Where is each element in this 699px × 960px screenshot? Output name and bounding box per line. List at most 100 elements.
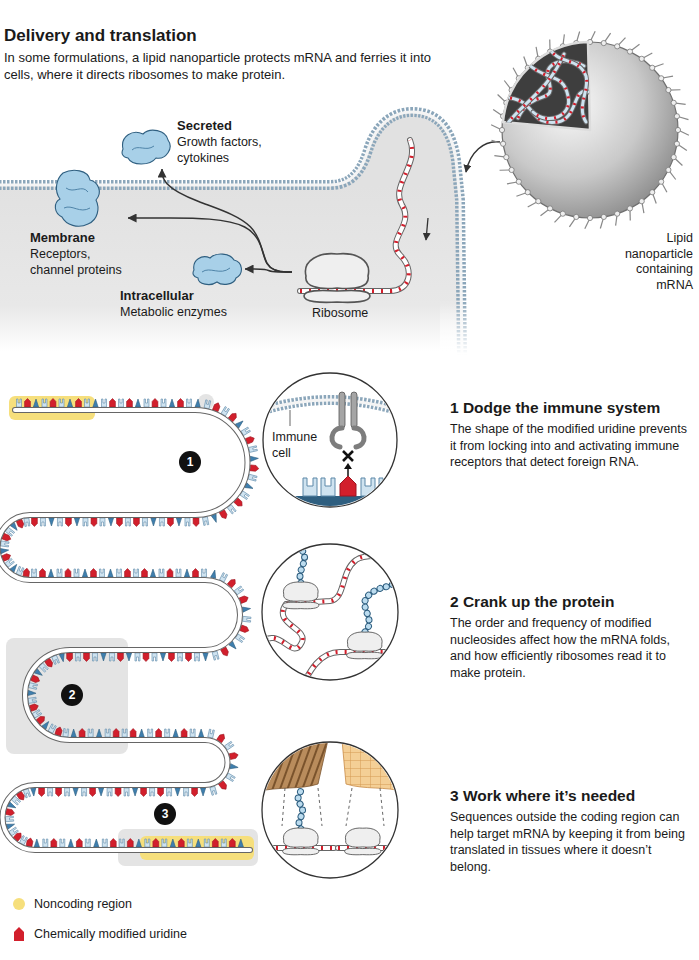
mrna-serpentine <box>0 396 259 860</box>
path-part <box>345 848 381 855</box>
block-mark <box>343 451 353 461</box>
lipid-head <box>560 211 565 216</box>
nucleotide <box>181 729 187 738</box>
nucleotide <box>145 839 150 847</box>
nucleotide <box>119 399 124 407</box>
protein-label: SecretedGrowth factors, cytokines <box>118 118 299 169</box>
nucleotide <box>133 569 138 577</box>
callout-number: 1 <box>179 451 201 473</box>
nucleotide <box>125 518 130 526</box>
path-part <box>283 602 319 609</box>
lipid-head <box>601 40 606 45</box>
nucleotide <box>107 788 112 796</box>
nucleotide <box>102 399 107 407</box>
callout-number: 1 <box>179 451 201 473</box>
mrna-coil <box>548 46 587 122</box>
text-column: SecretedGrowth factors, cytokines <box>177 118 299 166</box>
nucleotide <box>91 569 97 578</box>
protein-detail <box>64 188 90 210</box>
membrane-core <box>262 400 398 412</box>
nucleotide <box>162 839 167 847</box>
title-slot: Delivery and translation <box>4 26 197 46</box>
path-part <box>347 632 382 651</box>
lipid-head <box>587 215 592 220</box>
nucleotide <box>91 518 97 527</box>
nucleotide <box>33 399 38 407</box>
nucleotide <box>178 839 184 848</box>
strand-guide <box>0 410 250 850</box>
nucleotide <box>88 729 93 737</box>
nucleotide <box>100 518 105 526</box>
nucleotide <box>168 518 174 527</box>
lipid-head <box>525 190 530 195</box>
lipid-head <box>516 179 521 184</box>
nucleotide <box>200 788 205 796</box>
nanoparticle: Lipid nanoparticle containing mRNA <box>488 26 693 294</box>
path-part <box>298 786 303 829</box>
nucleotide <box>167 788 172 796</box>
legend-row: Noncoding region <box>12 896 132 912</box>
nucleotide <box>148 729 153 737</box>
legend-swatch <box>12 896 26 912</box>
nucleotide <box>212 839 218 848</box>
nucleotide <box>134 518 140 527</box>
rna-backbone <box>262 496 398 508</box>
nucleotide <box>178 399 184 408</box>
nucleotide <box>32 518 38 527</box>
nucleotide <box>5 816 13 822</box>
nucleotide <box>203 653 208 661</box>
nucleotide <box>113 729 119 738</box>
nucleotide <box>74 518 79 526</box>
nucleotide <box>127 839 133 848</box>
protein-body <box>193 254 241 284</box>
nucleotide <box>65 788 70 796</box>
nucleotide <box>159 518 164 526</box>
legend-swatch <box>12 926 26 942</box>
label-slot: The shape of the modified uridine preven… <box>450 421 688 471</box>
nucleotide <box>201 569 206 577</box>
receptor-claw <box>332 428 342 447</box>
path-part <box>258 548 400 649</box>
nucleotide <box>141 788 147 797</box>
nucleotide <box>249 446 258 453</box>
nanoparticle-contents <box>506 46 588 126</box>
lipid-head <box>659 179 664 184</box>
nucleotide <box>176 518 181 526</box>
node-heading: Secreted <box>177 118 299 134</box>
ribosome-label: Ribosome <box>292 305 382 321</box>
nucleotide <box>229 839 235 848</box>
g-part <box>283 582 319 609</box>
nucleotide <box>110 399 116 408</box>
nucleotide <box>101 653 106 661</box>
lipid-head <box>615 211 620 216</box>
path-part <box>300 652 402 690</box>
nucleotide <box>40 569 46 578</box>
nucleotide <box>59 399 64 407</box>
nucleotide <box>6 809 15 816</box>
protein-shape <box>118 124 173 169</box>
nucleotide <box>73 788 78 796</box>
nucleotide <box>28 690 36 696</box>
nucleotide <box>160 653 165 661</box>
nucleotide <box>152 653 157 661</box>
label-slot: The order and frequency of modified nucl… <box>450 615 688 682</box>
path-part <box>297 522 304 583</box>
swatch-shape <box>13 898 25 910</box>
nucleotide <box>195 399 201 407</box>
nucleotide <box>242 606 251 612</box>
nucleotide <box>60 839 65 847</box>
nucleotide <box>102 839 107 847</box>
path-part <box>298 786 303 829</box>
mrna-strand <box>300 140 412 291</box>
nucleotide <box>161 399 166 407</box>
node-body: Receptors, channel proteins <box>30 246 128 278</box>
node-body: Metabolic enzymes <box>120 304 245 320</box>
nucleotide <box>210 786 217 795</box>
nucleotide <box>29 703 39 711</box>
step-heading: 3 Work where it’s needed <box>450 786 695 805</box>
connector-arrow <box>245 269 292 272</box>
nucleotide <box>24 518 30 527</box>
nucleotide <box>85 399 90 407</box>
nucleotide <box>48 569 53 577</box>
